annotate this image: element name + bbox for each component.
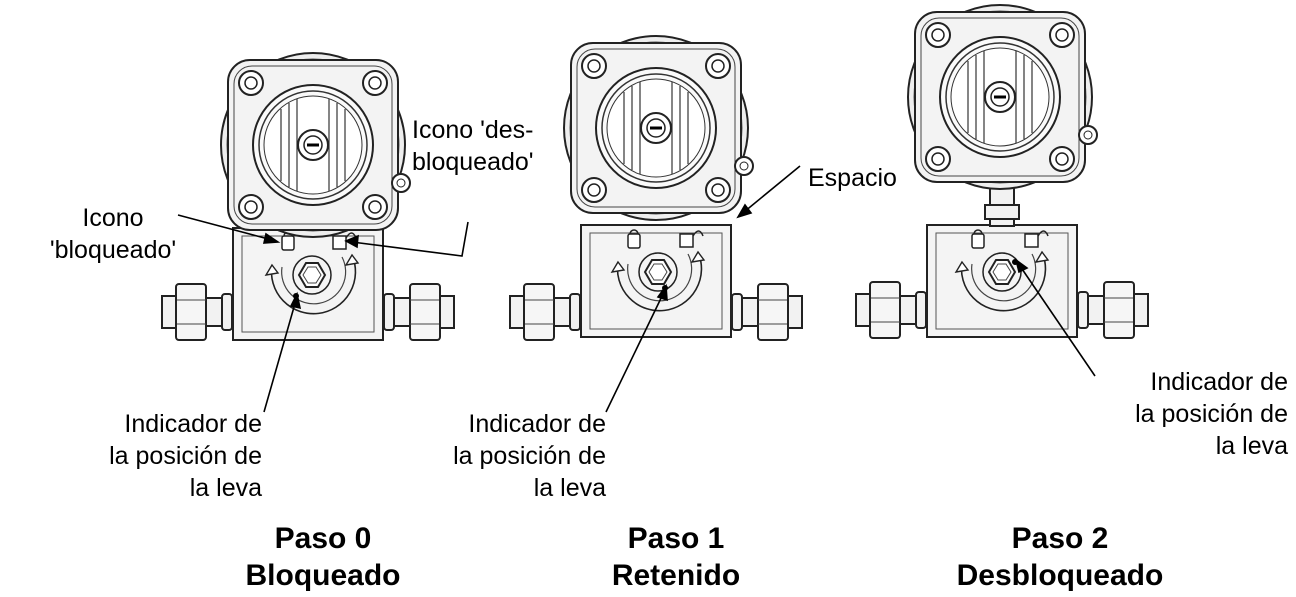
label-indicador-posicion-1: Indicador de la posición de la leva: [453, 410, 606, 502]
device-step-0: [161, 51, 455, 341]
unlock-icon: [679, 230, 704, 248]
lock-icon: [971, 229, 985, 249]
leader-lines: [177, 165, 1096, 413]
lock-icon: [627, 229, 641, 249]
device-step-1: [509, 34, 803, 341]
step-caption-1: Paso 1 Retenido: [611, 522, 741, 592]
step-caption-2: Paso 2 Desbloqueado: [956, 522, 1164, 592]
step-caption-0: Paso 0 Bloqueado: [245, 522, 401, 592]
device-step-2: [855, 3, 1149, 339]
label-indicador-posicion-0: Indicador de la posición de la leva: [109, 410, 262, 502]
label-indicador-posicion-2: Indicador de la posición de la leva: [1135, 368, 1288, 460]
label-espacio: Espacio: [808, 164, 897, 192]
unlock-icon: [1024, 230, 1049, 248]
label-icono-bloqueado: Icono 'bloqueado': [49, 204, 177, 264]
label-icono-desbloqueado: Icono 'des- bloqueado': [412, 116, 534, 176]
